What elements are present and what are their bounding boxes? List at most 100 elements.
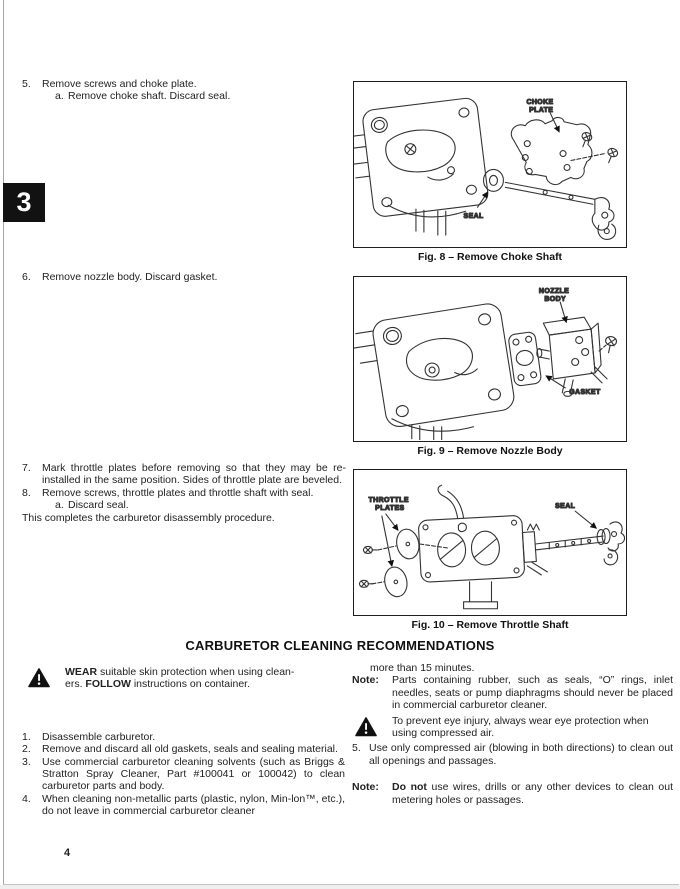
step-text: Remove screws, throttle plates and throt… — [42, 486, 314, 499]
page-bottom-margin — [0, 885, 680, 889]
nozzle-body-diagram: GASKET NOZZLE BODY — [354, 288, 618, 440]
throttle-shaft-diagram: THROTTLE PLATES — [358, 484, 625, 610]
step-text: Use only compressed air (blowing in both… — [369, 742, 673, 767]
step-number: 1. — [22, 730, 31, 743]
cleaning-step-row: 4. When cleaning non-metallic parts (pla… — [22, 793, 345, 818]
substep-text: Discard seal. — [68, 499, 129, 512]
screw-drawing — [358, 579, 374, 588]
choke-plate-label: CHOKE PLATE — [526, 99, 555, 114]
step-row: 7. Mark throttle plates before removing … — [22, 462, 346, 487]
choke-plate-drawing — [510, 116, 593, 186]
eye-protection-warning: To prevent eye injury, always wear eye p… — [352, 715, 673, 740]
cleaning-step-row: 5. Use only compressed air (blowing in b… — [352, 742, 673, 767]
mounting-legs — [411, 424, 443, 440]
screw-drawing — [362, 545, 378, 555]
figure-9-frame: GASKET NOZZLE BODY — [353, 276, 627, 442]
cleaning-step-row: 2. Remove and discard all old gaskets, s… — [22, 743, 345, 755]
step-number: 2. — [22, 743, 31, 756]
note-label: Note: — [352, 674, 379, 687]
figure-10-frame: THROTTLE PLATES — [353, 469, 627, 616]
note-bold-phrase: Do not — [392, 781, 427, 794]
carburetor-body-drawing — [354, 97, 489, 217]
step-number: 6. — [22, 271, 31, 283]
fuel-stem-drawing — [469, 581, 493, 603]
substep-letter: a. — [55, 90, 64, 103]
cleaning-left-column: WEAR suitable skin protection when using… — [22, 666, 345, 818]
step-number: 5. — [352, 742, 361, 755]
gasket-leader-arrow — [545, 375, 566, 389]
page-bottom-rule — [3, 884, 679, 885]
nozzle-body-label: NOZZLE BODY — [539, 288, 572, 303]
note-text: Do not use wires, drills or any other de… — [392, 781, 673, 806]
note-2: Note: Do not use wires, drills or any ot… — [352, 781, 673, 806]
fuel-pipe-drawing — [437, 484, 459, 519]
throttle-plates-label: THROTTLE PLATES — [369, 497, 412, 512]
figure-8: SEAL CHOKE PLATE — [353, 81, 627, 263]
mounting-legs — [415, 208, 447, 236]
screw-drawing — [607, 147, 619, 164]
skin-protection-warning: WEAR suitable skin protection when using… — [22, 666, 345, 691]
note-1: Note: Parts containing rubber, such as s… — [352, 674, 673, 711]
step-text: Remove and discard all old gaskets, seal… — [42, 743, 338, 756]
warning-triangle-icon — [355, 716, 377, 737]
warning-bold-word: WEAR — [65, 666, 98, 678]
figure-9: GASKET NOZZLE BODY — [353, 276, 627, 457]
seal-drawing — [482, 168, 504, 192]
choke-shaft-diagram: SEAL CHOKE PLATE — [354, 97, 619, 240]
step-number: 7. — [22, 462, 31, 474]
step-text: Mark throttle plates before removing so … — [42, 462, 346, 487]
continuation-line: more than 15 minutes. — [370, 662, 475, 674]
seal-leader-arrow — [574, 510, 597, 529]
throttle-lever-drawing — [521, 523, 548, 576]
step-text: Use commercial carburetor cleaning solve… — [42, 755, 345, 793]
section-tab: 3 — [3, 183, 45, 222]
carburetor-body-drawing — [418, 515, 525, 583]
shaft-bracket-drawing — [591, 197, 615, 231]
seal-label: SEAL — [555, 503, 576, 510]
shaft-bracket-drawing — [607, 521, 625, 552]
substep-text: Remove choke shaft. Discard seal. — [68, 90, 231, 103]
screw-drawing — [605, 335, 618, 354]
figure-8-caption: Fig. 8 – Remove Choke Shaft — [417, 251, 563, 263]
closing-line: This completes the carburetor disassembl… — [22, 511, 275, 524]
step-number: 8. — [22, 486, 31, 499]
seal-label: SEAL — [464, 213, 484, 220]
note-text: Parts containing rubber, such as seals, … — [392, 674, 673, 712]
step-text: Remove screws and choke plate. — [42, 78, 197, 90]
nozzle-body-leader-arrow — [559, 301, 568, 324]
warning-text: To prevent eye injury, always wear eye p… — [392, 714, 649, 740]
carburetor-body-drawing — [354, 303, 515, 428]
cleaning-right-column: more than 15 minutes. Note: Parts contai… — [352, 662, 673, 806]
seal-leader-arrow — [477, 191, 489, 208]
step-row: 6. Remove nozzle body. Discard gasket. — [22, 271, 346, 283]
screw-drawing — [581, 131, 593, 148]
step-number: 3. — [22, 755, 31, 768]
disassembly-steps-7-8: 7. Mark throttle plates before removing … — [22, 462, 346, 524]
throttle-plate-leader-arrow — [381, 515, 395, 567]
throttle-plate-drawing — [396, 528, 420, 560]
section-tab-number: 3 — [16, 187, 32, 217]
gasket-drawing — [508, 331, 542, 387]
page-left-border — [3, 0, 4, 884]
step-text: Disassemble carburetor. — [42, 730, 156, 743]
substep-row: a. Discard seal. — [22, 499, 346, 511]
section-heading: CARBURETOR CLEANING RECOMMENDATIONS — [185, 638, 495, 653]
throttle-shaft-drawing — [534, 535, 604, 551]
nozzle-body-drawing — [536, 316, 608, 397]
cleaning-step-row: 1. Disassemble carburetor. — [22, 731, 345, 743]
step-row: 5. Remove screws and choke plate. — [22, 78, 346, 90]
step-text: When cleaning non-metallic parts (plasti… — [42, 792, 345, 818]
step-text: Remove nozzle body. Discard gasket. — [42, 271, 218, 283]
page-number: 4 — [64, 847, 71, 859]
cleaning-step-row: 3. Use commercial carburetor cleaning so… — [22, 756, 345, 793]
step-number: 5. — [22, 78, 31, 90]
figure-10-caption: Fig. 10 – Remove Throttle Shaft — [411, 619, 569, 631]
choke-plate-leader-arrow — [549, 112, 560, 133]
gasket-label: GASKET — [569, 389, 601, 396]
note-label: Note: — [352, 781, 379, 794]
warning-triangle-icon — [28, 668, 50, 688]
warning-text: WEAR suitable skin protection when using… — [65, 666, 295, 691]
choke-shaft-drawing — [504, 181, 596, 205]
warning-bold-word: FOLLOW — [85, 678, 131, 691]
figure-8-frame: SEAL CHOKE PLATE — [353, 81, 627, 248]
